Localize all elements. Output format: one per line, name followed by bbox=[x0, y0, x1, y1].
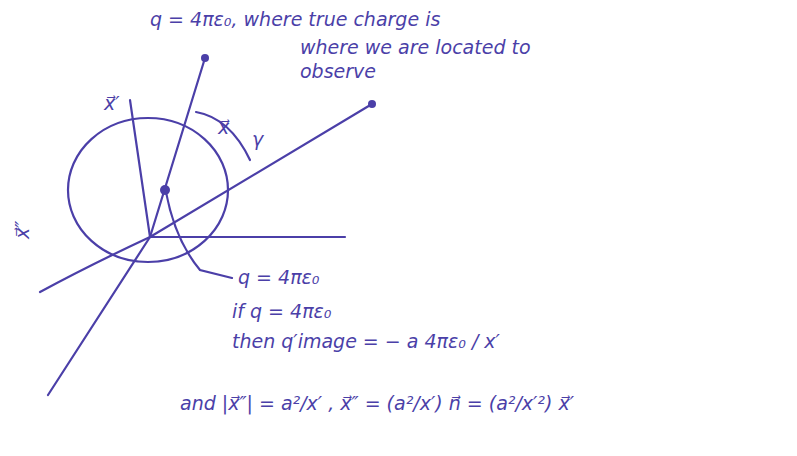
vector-label: x⃗″ bbox=[11, 221, 35, 239]
note-text: where we are located to observe bbox=[300, 36, 590, 84]
vector-line bbox=[150, 104, 372, 237]
angle-label: γ bbox=[252, 128, 263, 152]
angle-arc bbox=[196, 112, 250, 160]
leader-line bbox=[166, 192, 232, 278]
note-text: q = 4πε₀, where true charge is bbox=[150, 8, 440, 32]
equation-text: then q′image = − a 4πε₀ / x′ bbox=[232, 330, 500, 354]
charge-dot bbox=[201, 54, 209, 62]
image-charge-dot bbox=[160, 185, 170, 195]
charge-label: q = 4πε₀ bbox=[238, 266, 319, 290]
observer-dot bbox=[368, 100, 376, 108]
equation-text: and |x⃗″| = a²/x′ , x⃗″ = (a²/x′) n⃗ = (… bbox=[180, 392, 574, 416]
note-text: if q = 4πε₀ bbox=[232, 300, 331, 324]
vector-label: x⃗′ bbox=[104, 92, 120, 116]
axis-line bbox=[40, 237, 150, 292]
axis-line bbox=[130, 100, 150, 237]
vector-label: x⃗ bbox=[218, 116, 229, 140]
